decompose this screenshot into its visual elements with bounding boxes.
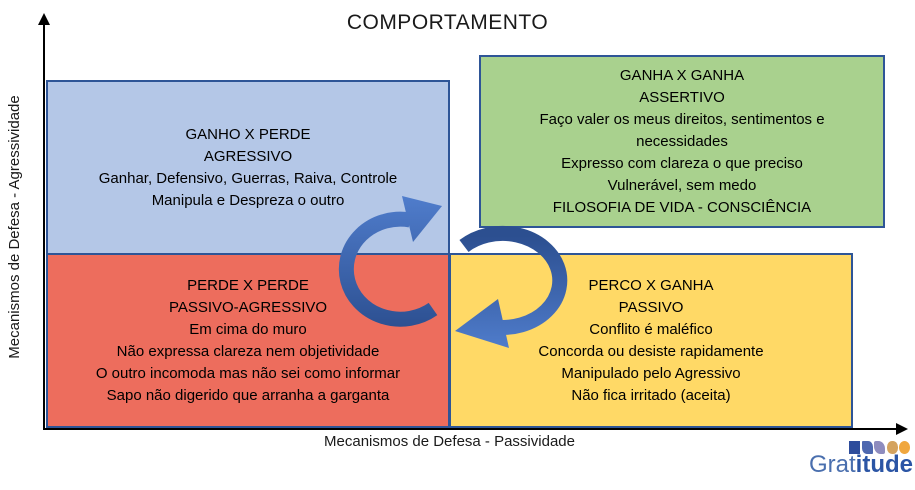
quadrant-line: Conflito é maléfico <box>589 320 713 338</box>
quadrant-line: Manipulado pelo Agressivo <box>561 364 741 382</box>
quadrant-line: necessidades <box>636 132 728 150</box>
logo-text-bold: itude <box>855 451 913 478</box>
quadrant-line: AGRESSIVO <box>203 147 293 165</box>
page-title: COMPORTAMENTO <box>346 11 549 34</box>
quadrant-line: Expresso com clareza o que preciso <box>561 154 803 172</box>
x-axis-label: Mecanismos de Defesa - Passividade <box>324 433 575 450</box>
logo-mark-square-icon <box>849 441 860 454</box>
quadrant-line: FILOSOFIA DE VIDA - CONSCIÊNCIA <box>552 198 812 216</box>
quadrant-line: Manipula e Despreza o outro <box>151 191 345 209</box>
quadrant-lose-lose-passive-aggressive: PERDE X PERDE PASSIVO-AGRESSIVO Em cima do… <box>46 253 450 428</box>
quadrant-line: PASSIVO <box>618 298 684 316</box>
quadrant-line: GANHA X GANHA <box>619 66 745 84</box>
gratitude-logo: Gratitude <box>795 441 913 478</box>
x-axis-line <box>43 428 898 430</box>
logo-mark-rounded-icon <box>874 441 885 454</box>
gratitude-logo-text: Gratitude <box>795 452 913 478</box>
quadrant-line: PERCO X GANHA <box>588 276 714 294</box>
x-axis-arrowhead-icon <box>896 423 908 435</box>
quadrant-line: Ganhar, Defensivo, Guerras, Raiva, Contr… <box>98 169 398 187</box>
quadrant-line: O outro incomoda mas não sei como inform… <box>95 364 401 382</box>
quadrant-line: ASSERTIVO <box>639 88 725 106</box>
quadrant-line: Não expressa clareza nem objetividade <box>116 342 380 360</box>
quadrant-line: Concorda ou desiste rapidamente <box>538 342 764 360</box>
logo-mark-circle-icon <box>899 441 910 454</box>
quadrant-line: Em cima do muro <box>189 320 307 338</box>
y-axis-arrowhead-icon <box>38 13 50 25</box>
quadrant-line: Não fica irritado (aceita) <box>571 386 731 404</box>
logo-mark-rounded-icon <box>861 441 873 454</box>
quadrant-win-win-assertive: GANHA X GANHA ASSERTIVO Faço valer os meus… <box>479 55 885 228</box>
quadrant-line: GANHO X PERDE <box>185 125 311 143</box>
quadrant-line: Faço valer os meus direitos, sentimentos… <box>539 110 825 128</box>
logo-mark-circle-icon <box>886 441 898 454</box>
y-axis-line <box>43 24 45 430</box>
logo-text-regular: Grat <box>808 451 856 478</box>
y-axis-label: Mecanismos de Defesa - Agressividade <box>6 95 23 359</box>
quadrant-win-lose-aggressive: GANHO X PERDE AGRESSIVO Ganhar, Defensivo,… <box>46 80 450 255</box>
gratitude-logo-marks-icon <box>795 441 910 454</box>
quadrant-line: PERDE X PERDE <box>187 276 309 294</box>
quadrant-line: Vulnerável, sem medo <box>607 176 757 194</box>
quadrant-line: PASSIVO-AGRESSIVO <box>168 298 328 316</box>
quadrant-line: Sapo não digerido que arranha a garganta <box>106 386 390 404</box>
